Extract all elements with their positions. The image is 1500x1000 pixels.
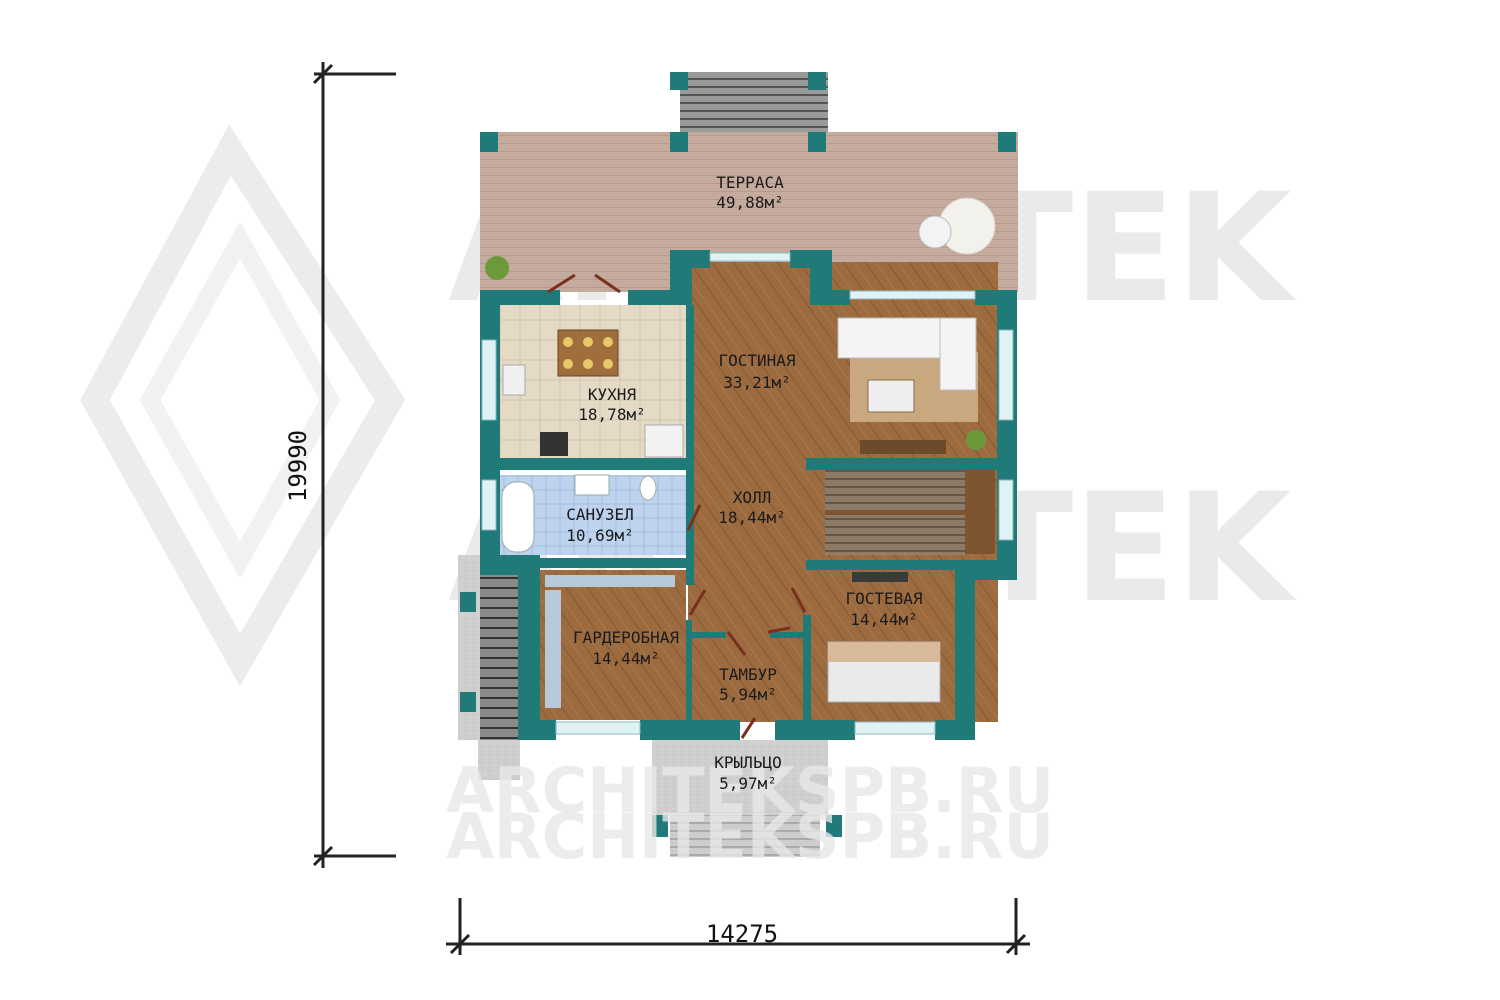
guest-name: ГОСТЕВАЯ — [845, 589, 922, 608]
porch-steps — [670, 815, 820, 857]
kitchen-table — [557, 329, 619, 377]
watermark-site-text: ARCHITEKSPB.RU — [446, 800, 1054, 873]
terrace-name: ТЕРРАСА — [716, 173, 784, 192]
coffee-table — [867, 379, 915, 413]
dimension-width — [446, 898, 1030, 955]
watermark-logo-shape — [80, 124, 406, 687]
terrace-area: 49,88м² — [716, 193, 783, 212]
living-area: 33,21м² — [723, 373, 790, 392]
plant-icon — [966, 430, 986, 450]
bathtub — [501, 481, 535, 553]
dimension-height — [312, 62, 396, 868]
vestibule-area: 5,94м² — [719, 685, 777, 704]
bathroom-name: САНУЗЕЛ — [566, 505, 633, 524]
porch-floor — [652, 740, 828, 815]
watermark-site-text: ARCHITEKSPB.RU — [446, 754, 1054, 827]
guest-area: 14,44м² — [850, 610, 917, 629]
guest-bed-throw — [828, 642, 940, 662]
side-stair-post — [460, 592, 476, 612]
tv-unit — [860, 440, 946, 454]
wardrobe-area: 14,44м² — [592, 649, 659, 668]
room-labels: ТЕРРАСА 49,88м² КУХНЯ 18,78м² ГОСТИНАЯ 3… — [566, 173, 922, 793]
wardrobe-name: ГАРДЕРОБНАЯ — [573, 628, 679, 647]
bathroom-area: 10,69м² — [566, 526, 633, 545]
kitchen-stove — [540, 432, 568, 456]
side-stair-landing — [478, 740, 520, 780]
side-stair-post — [460, 692, 476, 712]
sink — [574, 474, 610, 496]
hall-name: ХОЛЛ — [733, 488, 772, 507]
dimension-width-label: 14275 — [706, 920, 778, 948]
watermark-logo-shape — [139, 221, 341, 579]
guest-dresser — [852, 572, 908, 582]
watermark-site: ARCHITEKSPB.RU ARCHITEKSPB.RU — [446, 754, 1054, 873]
dimension-height-label: 19990 — [284, 430, 312, 502]
living-sofa — [939, 317, 977, 391]
vestibule-name: ТАМБУР — [719, 665, 777, 684]
kitchen-name: КУХНЯ — [588, 385, 636, 404]
living-name: ГОСТИНАЯ — [718, 351, 795, 370]
kitchen-area: 18,78м² — [578, 405, 645, 424]
porch-area: 5,97м² — [719, 774, 777, 793]
kitchen-counter — [502, 364, 526, 396]
wardrobe-rack — [545, 575, 675, 587]
toilet — [639, 475, 657, 501]
wardrobe-floor — [540, 570, 686, 720]
porch-post — [652, 815, 668, 837]
interior-stair — [825, 470, 965, 555]
side-stair-platform — [458, 555, 480, 740]
plant-icon — [485, 256, 509, 280]
terrace-posts — [480, 72, 1016, 152]
terrace-table — [918, 215, 952, 249]
terrace-steps — [680, 72, 828, 132]
hall-area: 18,44м² — [718, 508, 785, 527]
doors — [547, 273, 807, 739]
windows — [481, 252, 1014, 735]
porch-name: КРЫЛЬЦО — [714, 753, 781, 772]
side-stairs — [480, 575, 518, 740]
porch-post — [826, 815, 842, 837]
kitchen-plates — [563, 337, 613, 369]
wardrobe-rack — [545, 590, 561, 708]
fridge — [644, 424, 684, 458]
